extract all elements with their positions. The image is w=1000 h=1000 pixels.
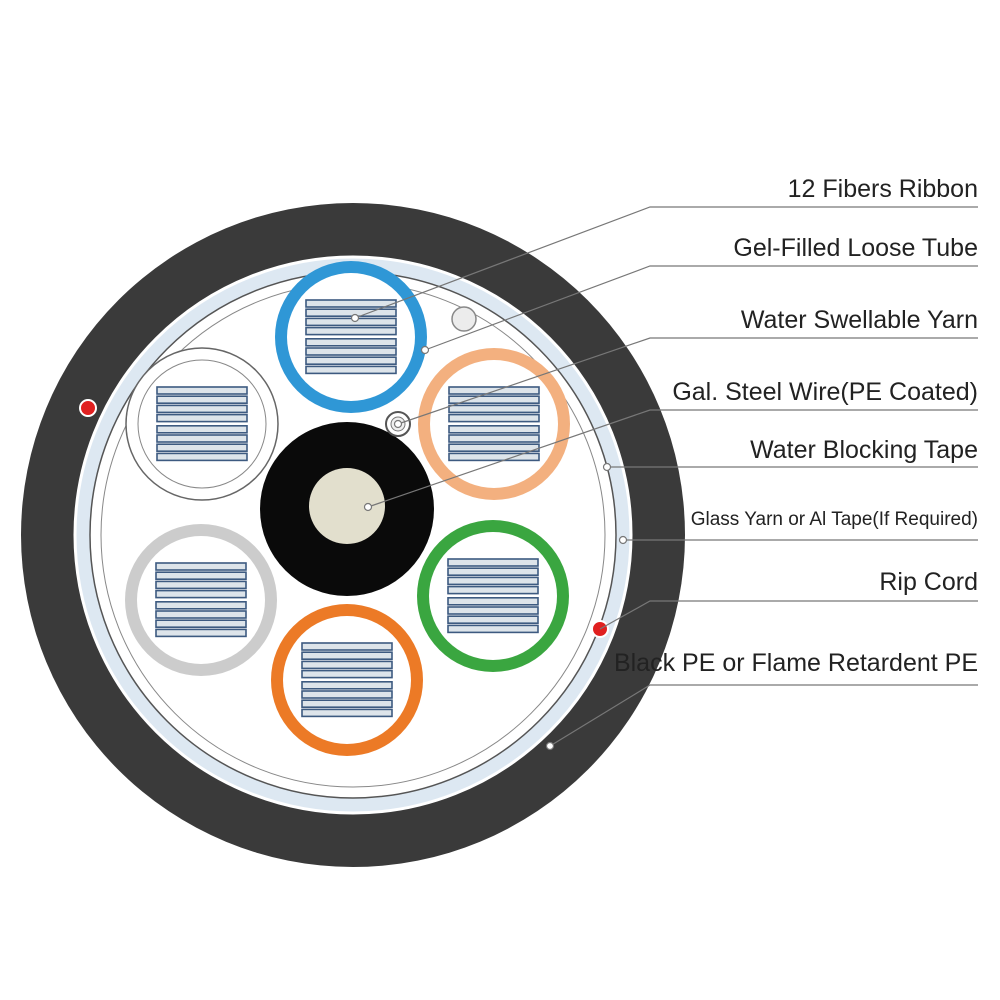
fiber-ribbon xyxy=(448,395,540,405)
fiber-ribbons xyxy=(155,299,540,718)
water-swellable-yarn xyxy=(451,306,477,332)
loose-tube-light-orange xyxy=(418,348,570,500)
fiber-ribbon xyxy=(155,600,247,610)
leader-outer-sheath xyxy=(549,684,978,747)
fiber-ribbon xyxy=(305,317,397,327)
fiber-ribbon xyxy=(155,628,247,638)
fiber-ribbon xyxy=(301,690,393,699)
fiber-ribbon xyxy=(447,615,539,625)
fiber-ribbon xyxy=(301,642,393,651)
fiber-ribbon xyxy=(448,434,540,443)
fiber-ribbon xyxy=(305,308,397,318)
loose-tube-blue xyxy=(275,261,427,413)
fiber-ribbon xyxy=(156,424,248,434)
leader-loose-tube xyxy=(424,265,978,351)
fiber-ribbon xyxy=(447,624,539,634)
fiber-ribbon xyxy=(305,347,397,356)
fiber-ribbon xyxy=(156,413,248,423)
fiber-ribbon xyxy=(156,434,248,443)
label-blocking-tape: Water Blocking Tape xyxy=(750,436,978,464)
fiber-ribbon xyxy=(301,708,393,718)
fiber-ribbon xyxy=(447,576,539,586)
loose-tube-orange xyxy=(271,604,423,756)
label-steel-wire: Gal. Steel Wire(PE Coated) xyxy=(672,378,978,406)
fiber-ribbon xyxy=(156,395,248,405)
fiber-ribbon xyxy=(305,365,397,375)
label-fibers-ribbon: 12 Fibers Ribbon xyxy=(787,175,978,203)
leader-fibers-ribbon xyxy=(354,206,978,319)
loose-tube-gray xyxy=(125,524,277,676)
leader-swellable-yarn xyxy=(397,337,978,425)
fiber-ribbon xyxy=(448,386,540,395)
fiber-ribbon xyxy=(155,580,247,590)
fiber-ribbon xyxy=(448,452,540,462)
fiber-ribbon xyxy=(156,443,248,453)
label-glass-yarn: Glass Yarn or Al Tape(If Required) xyxy=(690,509,978,530)
loose-tube-green xyxy=(417,520,569,672)
fiber-ribbon xyxy=(301,699,393,709)
fiber-ribbon xyxy=(447,606,539,615)
leader-steel-wire xyxy=(367,409,978,508)
fiber-ribbon xyxy=(301,669,393,679)
fiber-ribbon xyxy=(155,619,247,629)
label-swellable-yarn: Water Swellable Yarn xyxy=(740,306,978,334)
loose-tube-white xyxy=(125,347,279,501)
fiber-ribbon xyxy=(305,337,397,347)
fiber-ribbon xyxy=(448,424,540,434)
label-outer-sheath: Black PE or Flame Retardent PE xyxy=(613,649,978,677)
fiber-ribbon xyxy=(305,356,397,366)
fiber-ribbon xyxy=(448,443,540,453)
fiber-ribbon xyxy=(448,413,540,423)
central-strength-member xyxy=(309,468,385,544)
label-loose-tube: Gel-Filled Loose Tube xyxy=(733,234,978,262)
fiber-ribbon xyxy=(301,680,393,690)
fiber-ribbon xyxy=(155,589,247,599)
label-rip-cord: Rip Cord xyxy=(879,568,978,596)
fiber-ribbon xyxy=(301,660,393,670)
fiber-ribbon xyxy=(156,452,248,462)
fiber-ribbon xyxy=(447,596,539,606)
fiber-ribbon xyxy=(447,558,539,567)
fiber-ribbon xyxy=(447,585,539,595)
fiber-ribbon xyxy=(305,299,397,308)
fiber-ribbon xyxy=(155,610,247,619)
fiber-ribbon xyxy=(301,651,393,661)
fiber-ribbon xyxy=(155,562,247,571)
fiber-ribbon xyxy=(305,326,397,336)
leader-rip-cord xyxy=(599,600,978,630)
leader-lines xyxy=(350,206,978,751)
fiber-ribbon xyxy=(447,567,539,577)
fiber-ribbon xyxy=(156,404,248,414)
fiber-ribbon xyxy=(156,386,248,395)
fiber-ribbon xyxy=(448,404,540,414)
fiber-ribbon xyxy=(155,571,247,581)
rip-cord-left xyxy=(79,399,97,417)
